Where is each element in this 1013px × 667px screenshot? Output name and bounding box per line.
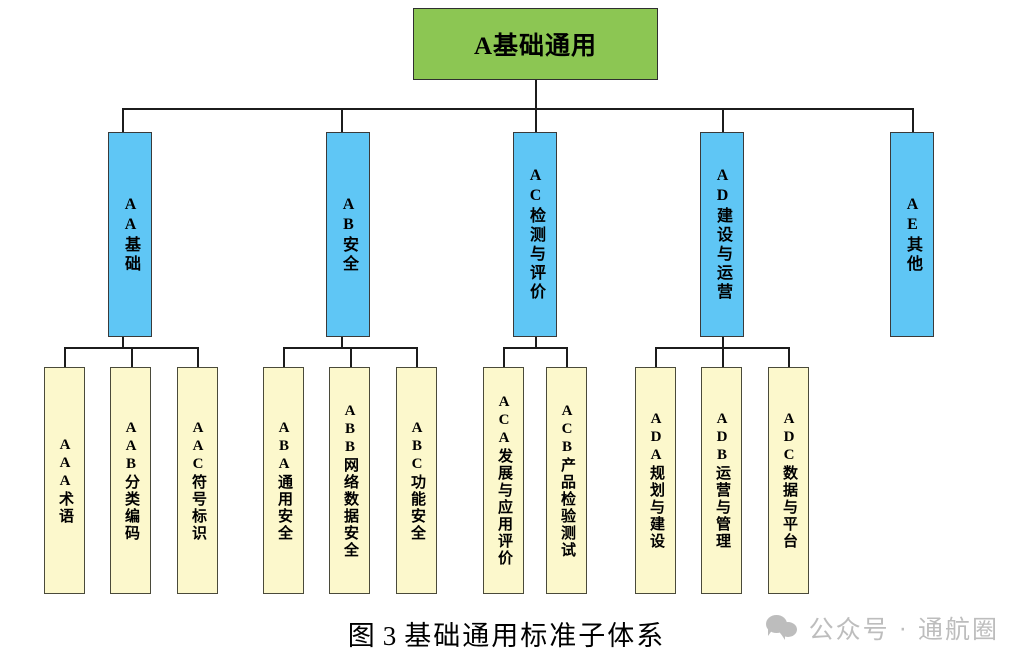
node-aba-label: ABA通用安全 [276, 419, 292, 542]
node-aac-label: AAC符号标识 [190, 419, 206, 542]
group-ab-drop-1 [283, 347, 285, 367]
node-aa[interactable]: AA基础 [108, 132, 152, 337]
node-aaa[interactable]: AAA术语 [44, 367, 85, 594]
node-adb[interactable]: ADB运营与管理 [701, 367, 742, 594]
level2-drop-ac [535, 108, 537, 133]
watermark-account-name: 通航圈 [917, 616, 999, 644]
node-aab[interactable]: AAB分类编码 [110, 367, 151, 594]
node-root-label: A基础通用 [473, 33, 598, 60]
group-ab-stem [341, 337, 343, 349]
watermark-account-label: 公众号 [808, 616, 890, 644]
node-abc[interactable]: ABC功能安全 [396, 367, 437, 594]
node-abb[interactable]: ABB网络数据安全 [329, 367, 370, 594]
node-ac-label: AC检测与评价 [527, 167, 544, 302]
node-aa-label: AA基础 [122, 195, 139, 274]
group-aa-stem [122, 337, 124, 349]
node-ab[interactable]: AB安全 [326, 132, 370, 337]
group-ac-drop-2 [566, 347, 568, 367]
node-ae[interactable]: AE其他 [890, 132, 934, 337]
node-acb[interactable]: ACB产品检验测试 [546, 367, 587, 594]
node-adc[interactable]: ADC数据与平台 [768, 367, 809, 594]
node-aab-label: AAB分类编码 [123, 419, 139, 542]
node-aaa-label: AAA术语 [57, 436, 73, 525]
caption-prefix: 图 [347, 621, 377, 651]
group-ac-drop-1 [503, 347, 505, 367]
node-ac[interactable]: AC检测与评价 [513, 132, 557, 337]
group-ab-drop-2 [350, 347, 352, 367]
watermark-separator: · [898, 613, 909, 642]
node-ad-label: AD建设与运营 [714, 167, 731, 302]
watermark: 公众号 · 通航圈 [765, 610, 999, 646]
level2-drop-ab [341, 108, 343, 133]
group-aa-drop-2 [131, 347, 133, 367]
root-stem [535, 80, 537, 109]
node-adb-label: ADB运营与管理 [714, 411, 730, 550]
node-acb-label: ACB产品检验测试 [559, 402, 575, 559]
node-adc-label: ADC数据与平台 [781, 411, 797, 550]
level2-bus [122, 108, 913, 110]
group-ad-drop-1 [655, 347, 657, 367]
node-aca-label: ACA发展与应用评价 [496, 394, 512, 567]
group-ad-drop-2 [722, 347, 724, 367]
caption-number: 3 [382, 621, 399, 651]
node-ada[interactable]: ADA规划与建设 [635, 367, 676, 594]
group-aa-drop-1 [64, 347, 66, 367]
node-aba[interactable]: ABA通用安全 [263, 367, 304, 594]
node-ada-label: ADA规划与建设 [648, 411, 664, 550]
wechat-icon [765, 614, 800, 642]
node-abc-label: ABC功能安全 [409, 419, 425, 542]
group-ac-bus [503, 347, 568, 349]
group-ad-drop-3 [788, 347, 790, 367]
group-ac-stem [535, 337, 537, 349]
node-ad[interactable]: AD建设与运营 [700, 132, 744, 337]
node-ae-label: AE其他 [904, 195, 921, 274]
node-aac[interactable]: AAC符号标识 [177, 367, 218, 594]
node-aca[interactable]: ACA发展与应用评价 [483, 367, 524, 594]
level2-drop-ad [722, 108, 724, 133]
node-root[interactable]: A基础通用 [413, 8, 658, 80]
group-aa-drop-3 [197, 347, 199, 367]
group-ad-stem [722, 337, 724, 349]
level2-drop-aa [122, 108, 124, 133]
group-ab-drop-3 [416, 347, 418, 367]
node-ab-label: AB安全 [340, 195, 357, 274]
node-abb-label: ABB网络数据安全 [342, 402, 358, 559]
level2-drop-ae [912, 108, 914, 133]
caption-title: 基础通用标准子体系 [404, 621, 666, 651]
